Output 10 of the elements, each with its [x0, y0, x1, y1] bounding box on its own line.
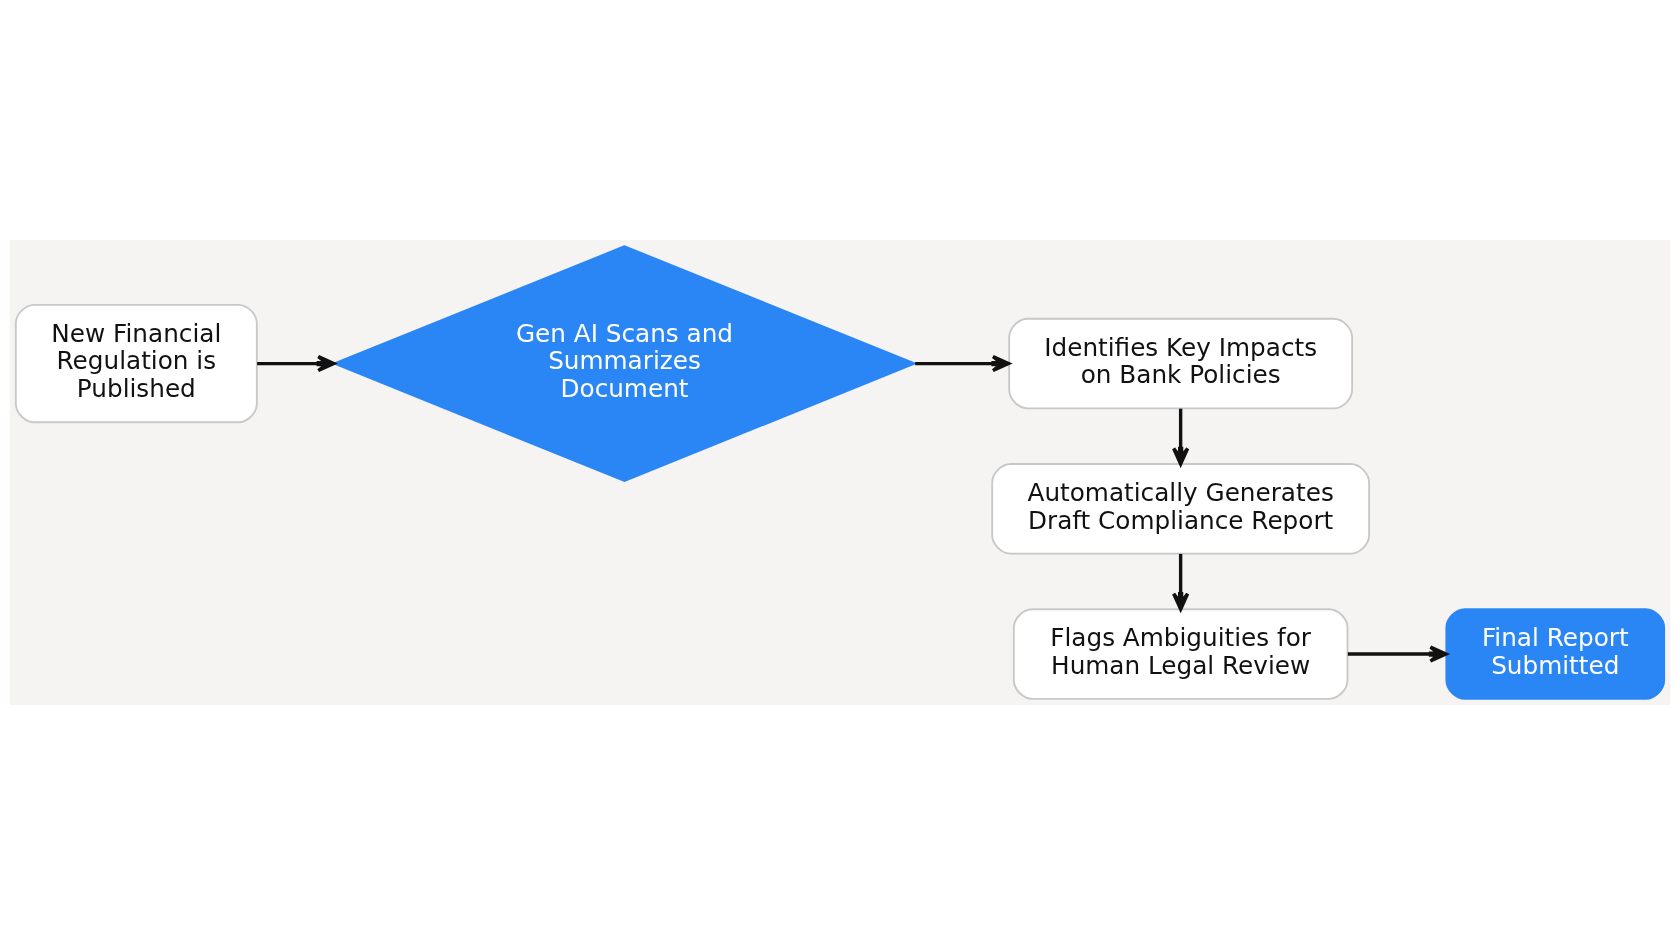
arrow [257, 354, 336, 373]
node-box: Identifies Key Impacts on Bank Policies [1008, 317, 1354, 410]
arrow [915, 354, 1011, 373]
node-box: Automatically Generates Draft Compliance Report [991, 463, 1371, 555]
node-box: New Financial Regulation is Published [14, 303, 258, 424]
node-box: Flags Ambiguities for Human Legal Review [1012, 608, 1349, 700]
arrow [1172, 553, 1190, 611]
arrow [1347, 645, 1448, 663]
node-box: Final Report Submitted [1445, 608, 1666, 700]
arrow [1172, 408, 1190, 466]
